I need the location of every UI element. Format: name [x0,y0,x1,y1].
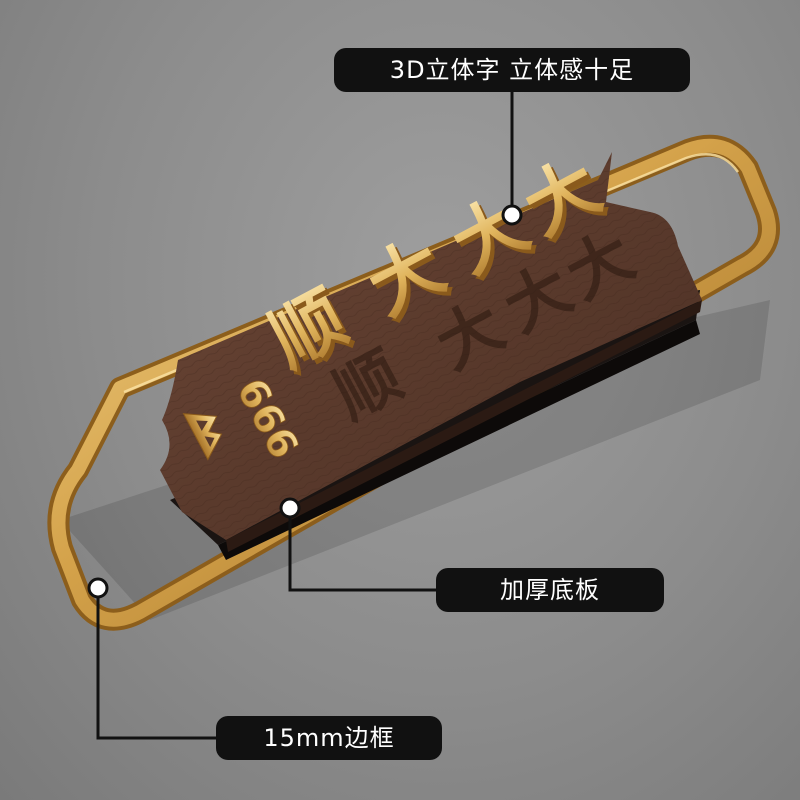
callout-dots [87,204,523,599]
callout-frame: 15mm边框 [216,716,442,760]
callout-dot-frame [87,577,109,599]
gold-frame [47,134,780,631]
callout-dot-base [279,497,301,519]
callout-3d-text: 3D立体字 立体感十足 [334,48,690,92]
leader-lines [96,92,514,740]
callout-dot-3d [501,204,523,226]
callout-thick-base: 加厚底板 [436,568,664,612]
wood-panel [160,152,702,552]
mountain-logo [182,413,223,461]
